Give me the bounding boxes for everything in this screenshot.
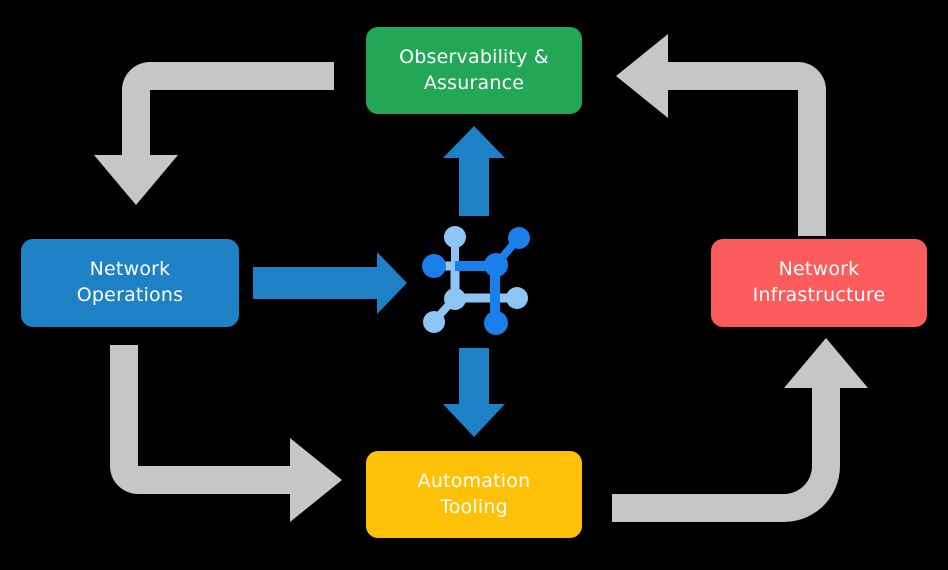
- connector-center-to-observability: [443, 126, 505, 216]
- node-box-network-infrastructure[interactable]: Network Infrastructure: [711, 239, 927, 327]
- node-label-line1: Network: [778, 258, 860, 281]
- node-label-line2: Operations: [76, 284, 184, 306]
- node-label-line1: Network: [89, 258, 171, 281]
- node-box-automation-tooling[interactable]: Automation Tooling: [366, 451, 582, 538]
- connector-center-to-automation: [443, 348, 505, 437]
- connector-automation-to-infrastructure: [612, 338, 868, 522]
- connector-ops-to-automation: [110, 345, 342, 522]
- node-label-automation-tooling: Automation Tooling: [418, 469, 531, 520]
- connector-ops-to-center: [253, 252, 407, 314]
- node-label-observability: Observability & Assurance: [399, 45, 549, 96]
- connector-observability-to-ops: [94, 62, 334, 205]
- node-box-network-operations[interactable]: Network Operations: [21, 239, 239, 327]
- node-label-line2: Tooling: [440, 495, 508, 518]
- node-box-observability[interactable]: Observability & Assurance: [366, 27, 582, 114]
- node-label-network-infrastructure: Network Infrastructure: [753, 257, 886, 308]
- node-label-line2: Assurance: [423, 71, 525, 94]
- node-label-line1: Observability &: [399, 45, 549, 68]
- network-graph-icon: [422, 226, 530, 335]
- node-label-line2: Infrastructure: [752, 284, 886, 306]
- node-label-line1: Automation: [417, 469, 531, 492]
- connector-infrastructure-to-observability: [616, 34, 826, 236]
- node-label-network-operations: Network Operations: [77, 257, 183, 308]
